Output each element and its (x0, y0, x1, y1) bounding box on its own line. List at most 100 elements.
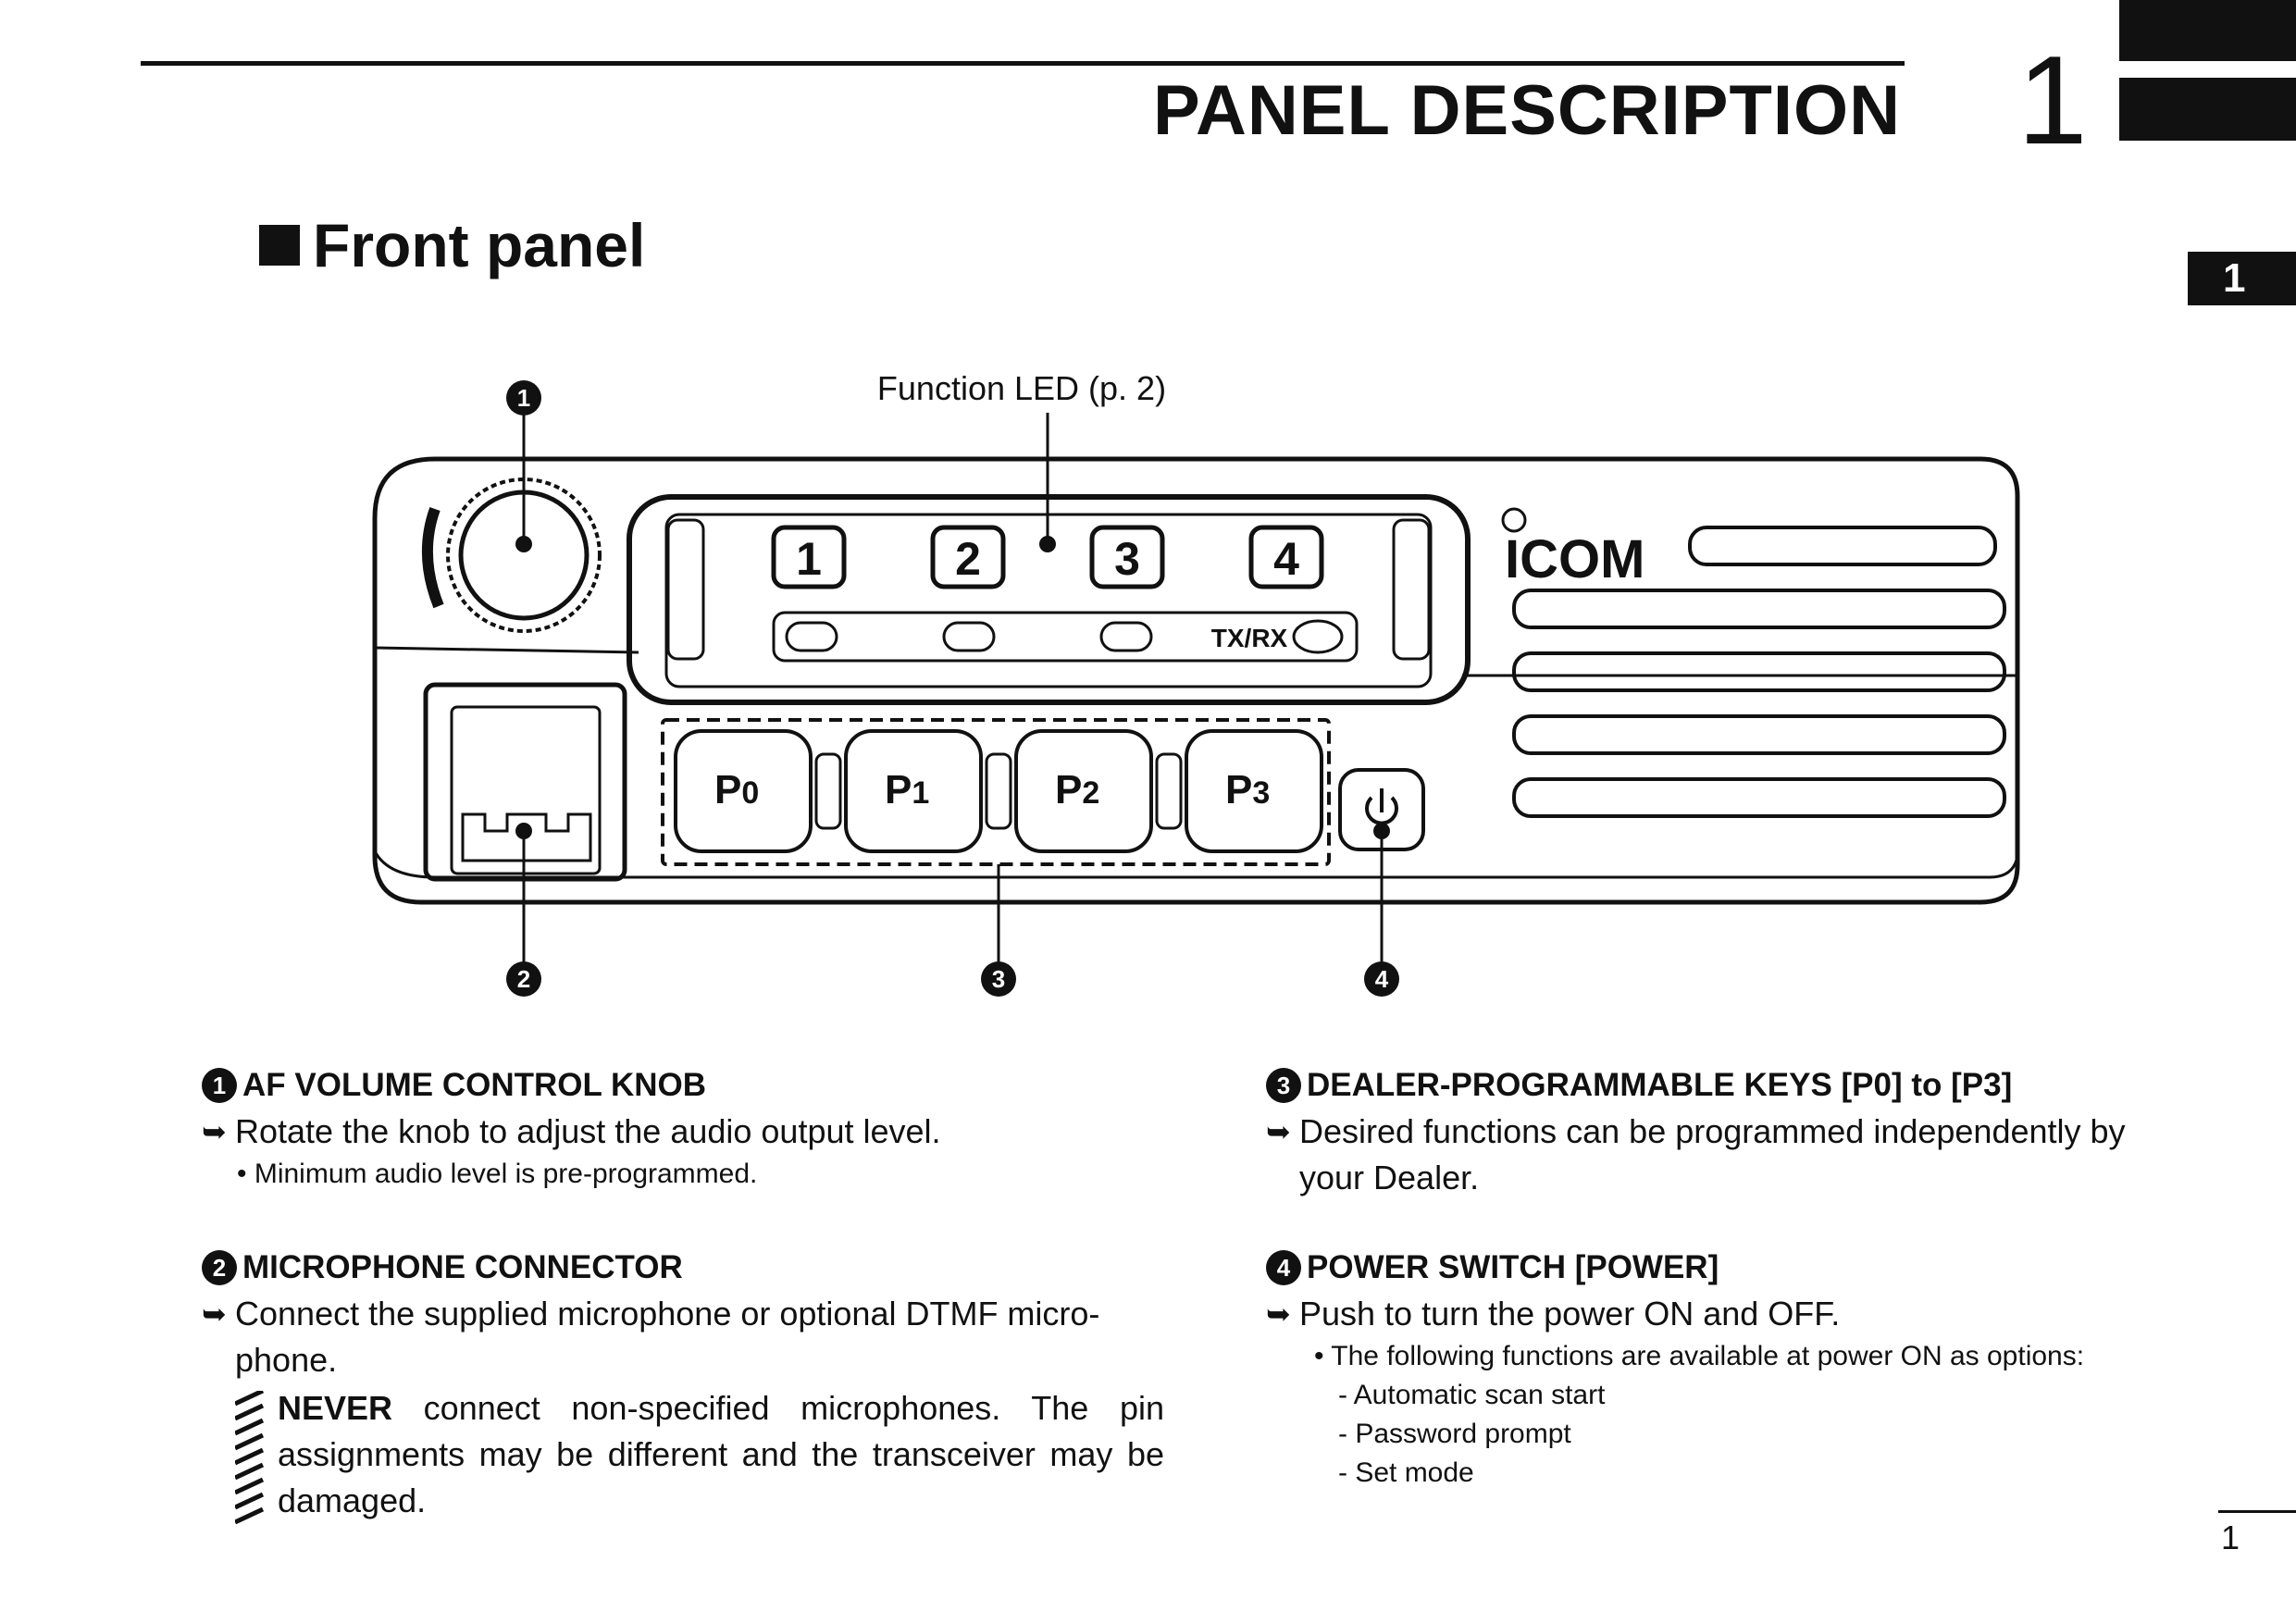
callout-3-circle (981, 961, 1016, 997)
power-option-3: - Set mode (1338, 1457, 1474, 1488)
p2-key-letter: P (1055, 767, 1082, 812)
leader-dot-knob (515, 536, 532, 552)
microphone-title: MICROPHONE CONNECTOR (242, 1249, 683, 1285)
power-switch-number: 4 (1266, 1250, 1301, 1285)
number-key-3-box (1089, 525, 1165, 589)
arrow-right-icon: ➥ (202, 1297, 227, 1331)
brand-logo: ICOM (1505, 529, 1644, 589)
function-led-label: Function LED (p. 2) (877, 369, 1166, 407)
p0-key-box (674, 729, 813, 853)
leader-dot-power (1373, 823, 1390, 839)
speaker-slot-5 (1512, 777, 2006, 818)
display-bezel (627, 494, 1471, 705)
top-rule (141, 61, 1905, 66)
power-switch-instruction: ➥ Push to turn the power ON and OFF. (1266, 1291, 2210, 1337)
callout-2-circle (506, 961, 541, 997)
number-key-1-box (771, 525, 847, 589)
power-switch-text: Push to turn the power ON and OFF. (1299, 1295, 1841, 1333)
microphone-warning: NEVER connect non-specified microphones.… (235, 1385, 1164, 1530)
p0-key: P0 (714, 767, 759, 812)
brand-ring-icon (1501, 507, 1527, 533)
af-volume-instruction: ➥ Rotate the knob to adjust the audio ou… (202, 1109, 1164, 1155)
section-heading: Front panel (259, 215, 645, 276)
power-switch-bullet: • The following functions are available … (1314, 1341, 2085, 1371)
speaker-slot-3 (1512, 651, 2006, 692)
microphone-warning-text: NEVER connect non-specified microphones.… (278, 1385, 1164, 1530)
warning-strong: NEVER (278, 1389, 393, 1427)
p1-key-box (844, 729, 983, 853)
dealer-keys-text-1: Desired functions can be programmed inde… (1299, 1112, 2126, 1150)
chapter-bar-bottom (2119, 78, 2296, 141)
speaker-slot-2 (1512, 589, 2006, 629)
dealer-keys-title: DEALER-PROGRAMMABLE KEYS [P0] to [P3] (1307, 1067, 2013, 1103)
chapter-tab[interactable]: 1 (2188, 252, 2296, 305)
p1-key-sub: 1 (912, 775, 929, 811)
power-icon (1365, 788, 1398, 825)
callout-4: 4 (1375, 965, 1389, 993)
af-volume-bullet: • Minimum audio level is pre-programmed. (237, 1159, 758, 1189)
microphone-instruction: ➥ Connect the supplied microphone or opt… (202, 1291, 1164, 1337)
microphone-heading: 2 MICROPHONE CONNECTOR (202, 1245, 1164, 1291)
speaker-slot-4 (1512, 714, 2006, 755)
mic-connector-housing (423, 682, 627, 882)
p1-key-letter: P (885, 767, 912, 812)
section-square-icon (259, 225, 300, 266)
p3-key: P3 (1225, 767, 1270, 812)
speaker-slot-1 (1688, 526, 1997, 566)
section-title: Front panel (313, 211, 646, 279)
arrow-right-icon: ➥ (202, 1115, 227, 1148)
pkey-spacer-3 (1155, 752, 1183, 830)
radio-body-outline (372, 456, 2020, 905)
radio-body-inner-edge (374, 646, 2017, 677)
knob-arc-mark (421, 506, 444, 609)
callout-2: 2 (517, 965, 530, 993)
dealer-keys-heading: 3 DEALER-PROGRAMMABLE KEYS [P0] to [P3] (1266, 1062, 2210, 1109)
p0-key-sub: 0 (741, 775, 759, 811)
p2-key-sub: 2 (1082, 775, 1099, 811)
power-option-2: - Password prompt (1338, 1419, 1571, 1449)
txrx-label: TX/RX (1211, 624, 1288, 652)
power-key-box (1338, 768, 1425, 851)
display-right-slot (1392, 518, 1431, 661)
leader-dot-led (1039, 536, 1056, 552)
p0-key-letter: P (714, 767, 741, 812)
number-key-2-box (930, 525, 1006, 589)
volume-knob-outer (446, 477, 602, 633)
p3-key-letter: P (1225, 767, 1252, 812)
microphone-number: 2 (202, 1250, 237, 1285)
p1-key: P1 (885, 767, 929, 812)
microphone-text-2: phone. (235, 1341, 338, 1379)
callout-4-circle (1364, 961, 1399, 997)
power-option-1: - Automatic scan start (1338, 1380, 1606, 1410)
p2-key-box (1014, 729, 1153, 853)
chapter-bar-top (2119, 0, 2296, 61)
radio-bottom-edge (373, 850, 2019, 879)
mic-connector-frame (450, 705, 602, 875)
chapter-number: 1 (2017, 30, 2088, 170)
af-volume-heading: 1 AF VOLUME CONTROL KNOB (202, 1062, 1164, 1109)
p2-key: P2 (1055, 767, 1099, 812)
p3-key-sub: 3 (1252, 775, 1270, 811)
arrow-right-icon: ➥ (1266, 1115, 1291, 1148)
number-key-3: 3 (1114, 533, 1140, 585)
footer-rule (2218, 1510, 2296, 1513)
led-txrx (1292, 619, 1344, 654)
dealer-keys-description: 3 DEALER-PROGRAMMABLE KEYS [P0] to [P3] … (1266, 1062, 2210, 1201)
leader-dot-mic (515, 823, 532, 839)
p3-key-box (1185, 729, 1323, 853)
number-key-1: 1 (796, 533, 822, 585)
power-switch-title: POWER SWITCH [POWER] (1307, 1249, 1719, 1285)
microphone-text-1: Connect the supplied microphone or optio… (235, 1295, 1100, 1333)
number-key-4: 4 (1273, 533, 1299, 585)
volume-knob (458, 490, 590, 621)
number-key-2: 2 (955, 533, 981, 585)
power-switch-description: 4 POWER SWITCH [POWER] ➥ Push to turn th… (1266, 1245, 2210, 1493)
af-volume-number: 1 (202, 1068, 237, 1103)
dealer-keys-text-2: your Dealer. (1299, 1159, 1480, 1196)
callout-1: 1 (517, 384, 530, 412)
display-window (664, 513, 1433, 688)
page-title: PANEL DESCRIPTION (1152, 71, 1901, 150)
af-volume-description: 1 AF VOLUME CONTROL KNOB ➥ Rotate the kn… (202, 1062, 1164, 1194)
af-volume-title: AF VOLUME CONTROL KNOB (242, 1067, 707, 1103)
page-number: 1 (2221, 1519, 2240, 1556)
